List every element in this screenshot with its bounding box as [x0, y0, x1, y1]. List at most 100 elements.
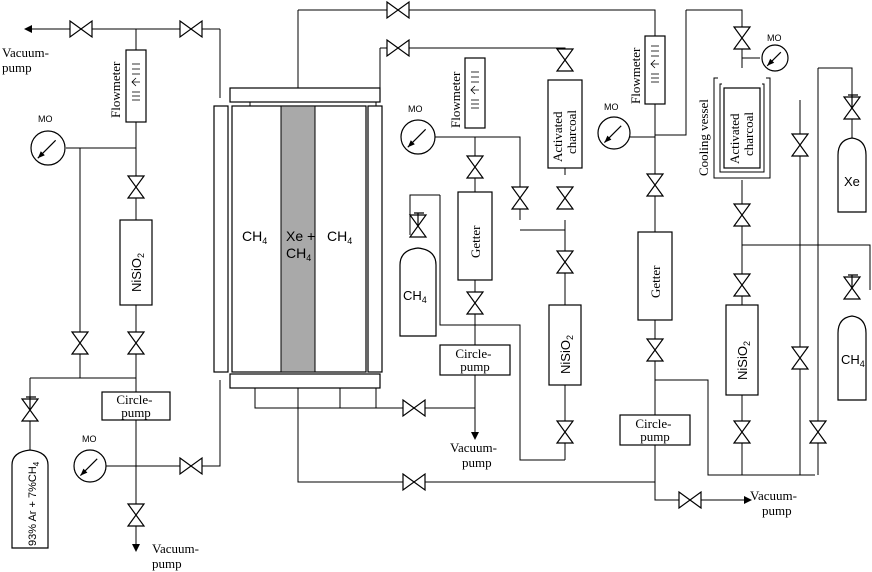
valve-icon: [386, 0, 410, 20]
nisio2-right: [725, 304, 759, 396]
gauge-icon: [30, 130, 66, 166]
column-xe-region: [280, 105, 316, 373]
separation-column: [213, 87, 383, 389]
valve-icon: [69, 19, 93, 39]
nisio2-label-left: NiSiO2: [129, 253, 146, 292]
gauge-icon: [597, 116, 631, 150]
valve-icon: [645, 173, 665, 197]
valve-icon: [732, 203, 752, 227]
gas-cylinder-ch4-right-label: CH4: [841, 352, 865, 369]
valve-icon: [555, 48, 575, 72]
nisio2-label-right: NiSiO2: [735, 341, 752, 380]
vacuum-pump-label-bl: Vacuum- pump: [152, 541, 202, 571]
gas-cylinder-ch4-right: [837, 315, 867, 401]
circle-pump-label-right: Circle- pump: [635, 416, 674, 444]
vacuum-pump-label-mid: Vacuum- pump: [450, 440, 500, 470]
mo-label-left-bottom: MO: [82, 434, 97, 444]
valve-icon: [408, 212, 428, 238]
valve-icon: [126, 175, 146, 199]
getter-label-mid: Getter: [468, 225, 483, 258]
valve-group: [20, 0, 862, 527]
column-right-plate: [367, 105, 383, 373]
valve-icon: [555, 250, 575, 274]
valve-icon: [402, 472, 426, 492]
valve-icon: [386, 38, 410, 58]
valve-icon: [402, 398, 426, 418]
getter-mid: [457, 191, 493, 281]
circle-pump-label-mid: Circle- pump: [455, 346, 494, 374]
valve-icon: [645, 338, 665, 362]
flowmeter-label-left: Flowmeter: [108, 61, 123, 118]
column-label-ch4-mid: CH4: [286, 245, 311, 263]
valve-icon: [732, 26, 752, 50]
flowmeter-scale: [650, 45, 659, 83]
vacuum-pump-label-right: Vacuum- pump: [750, 488, 800, 518]
column-left-plate: [213, 105, 229, 373]
activated-charcoal-label-right: Activated charcoal: [727, 110, 756, 164]
gas-cylinder-xe-label: Xe: [844, 174, 860, 189]
gauge-icon: [73, 449, 107, 483]
activated-charcoal-right: [723, 87, 761, 169]
valve-icon: [842, 94, 862, 120]
valve-icon: [678, 490, 702, 510]
circle-pump-right: [619, 414, 691, 446]
flowmeter-right: [644, 35, 666, 105]
activated-charcoal-mid: [547, 79, 583, 169]
circle-pump-left: [101, 391, 171, 421]
gauge-icon: [761, 44, 789, 72]
flowmeter-label-mid: Flowmeter: [448, 71, 463, 128]
valve-icon: [808, 420, 828, 444]
valve-icon: [510, 186, 530, 210]
mo-label-mid: MO: [408, 104, 423, 114]
nisio2-mid: [548, 304, 582, 386]
valve-icon: [555, 420, 575, 444]
mo-label-cooling: MO: [767, 33, 782, 43]
arrow-icon: [744, 496, 752, 504]
column-top-flange: [229, 87, 381, 103]
gauge-icon: [400, 119, 436, 155]
gas-cylinder-ch4-mid-label: CH4: [403, 288, 427, 305]
mo-label-right: MO: [604, 102, 619, 112]
gas-cylinder-xe: [837, 137, 867, 213]
gas-cylinder-ar-ch4-label: 93% Ar + 7%CH4: [27, 461, 41, 546]
nisio2-left: [119, 219, 153, 306]
valve-icon: [555, 186, 575, 210]
valve-icon: [732, 420, 752, 444]
cooling-vessel-label: Cooling vessel: [696, 99, 711, 176]
column-label-ch4-left: CH4: [242, 228, 267, 246]
activated-charcoal-label-mid: Activated charcoal: [550, 108, 579, 162]
vacuum-pump-label-tl: Vacuum- pump: [2, 45, 52, 75]
valve-icon: [70, 331, 90, 355]
circle-pump-mid: [439, 344, 511, 376]
valve-icon: [20, 396, 40, 422]
flowmeter-scale: [470, 71, 479, 109]
valve-icon: [465, 155, 485, 179]
mo-label-left-top: MO: [38, 114, 53, 124]
valve-icon: [126, 503, 146, 527]
getter-label-right: Getter: [648, 265, 663, 298]
flowmeter-marks: [131, 45, 659, 109]
arrow-icon: [132, 544, 140, 552]
nisio2-label-mid: NiSiO2: [558, 335, 575, 374]
getter-right: [637, 231, 673, 321]
circle-pump-label-left: Circle- pump: [116, 392, 155, 420]
valve-icon: [126, 331, 146, 355]
column-label-ch4-right: CH4: [327, 228, 352, 246]
arrow-group: [24, 25, 752, 552]
gas-cylinder-ar-ch4: [11, 449, 49, 549]
valve-icon: [732, 273, 752, 297]
column-label-xe-plus: Xe +: [286, 228, 315, 244]
flowmeter-mid: [464, 57, 486, 129]
valve-icon: [179, 456, 203, 476]
valve-icon: [790, 133, 810, 157]
flowmeter-scale: [131, 63, 140, 101]
arrow-icon: [24, 25, 32, 33]
valve-icon: [842, 274, 862, 300]
gas-cylinder-ch4-mid: [399, 247, 437, 337]
gauge-group: [30, 44, 789, 483]
column-bottom-flange: [229, 373, 381, 389]
valve-icon: [465, 291, 485, 315]
valve-icon: [179, 19, 203, 39]
